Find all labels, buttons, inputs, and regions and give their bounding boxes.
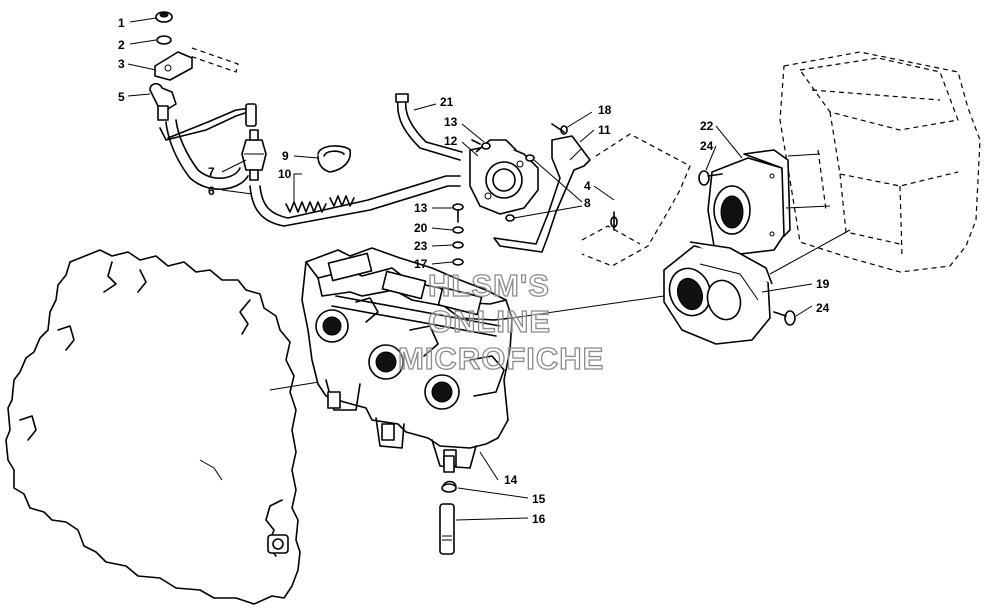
callout-16: 16 (532, 512, 546, 526)
pump-group (395, 93, 691, 267)
callout-19: 19 (816, 277, 830, 291)
callout-11: 11 (598, 123, 611, 137)
callout-2: 2 (118, 38, 125, 52)
carburetor-assembly (301, 247, 513, 469)
callout-4: 4 (584, 179, 591, 193)
callout-12: 12 (444, 134, 458, 148)
callout-5: 5 (118, 90, 125, 104)
watermark-line-1: HLSM'S (428, 268, 550, 303)
engine-outline (5, 249, 301, 605)
air-silencer-upper (707, 149, 831, 255)
push-pin-lower (773, 310, 796, 326)
callout-6: 6 (208, 184, 215, 198)
callout-21: 21 (440, 95, 454, 109)
callout-3: 3 (118, 57, 125, 71)
drain-parts (439, 455, 457, 555)
watermark-line-3: MICROFICHE (398, 341, 604, 376)
callout-labels: 1 2 3 5 7 6 9 10 21 13 12 18 11 4 8 13 2… (118, 16, 830, 526)
callout-7: 7 (208, 165, 215, 179)
callout-10: 10 (278, 167, 292, 181)
callout-14: 14 (504, 473, 518, 487)
callout-20: 20 (414, 221, 428, 235)
callout-18: 18 (598, 103, 612, 117)
fuel-parts (149, 11, 461, 227)
callout-24-lower: 24 (816, 301, 830, 315)
callout-13-lower: 13 (414, 201, 428, 215)
callout-leaders (127, 17, 813, 521)
callout-23: 23 (414, 239, 428, 253)
callout-13-upper: 13 (444, 115, 458, 129)
push-pin-upper (698, 170, 723, 186)
spring-10 (285, 195, 355, 213)
air-silencer-lower (663, 229, 851, 345)
carb-silencer-leader (511, 295, 665, 319)
callout-22: 22 (700, 119, 714, 133)
callout-17: 17 (414, 257, 428, 271)
watermark: HLSM'S ONLINE MICROFICHE (397, 267, 604, 376)
callout-24-upper: 24 (700, 139, 714, 153)
callout-9: 9 (282, 149, 289, 163)
callout-15: 15 (532, 492, 546, 506)
callout-8: 8 (584, 196, 591, 210)
airbox-housing (779, 51, 981, 273)
watermark-line-2: ONLINE (428, 304, 551, 339)
callout-1: 1 (118, 16, 125, 30)
